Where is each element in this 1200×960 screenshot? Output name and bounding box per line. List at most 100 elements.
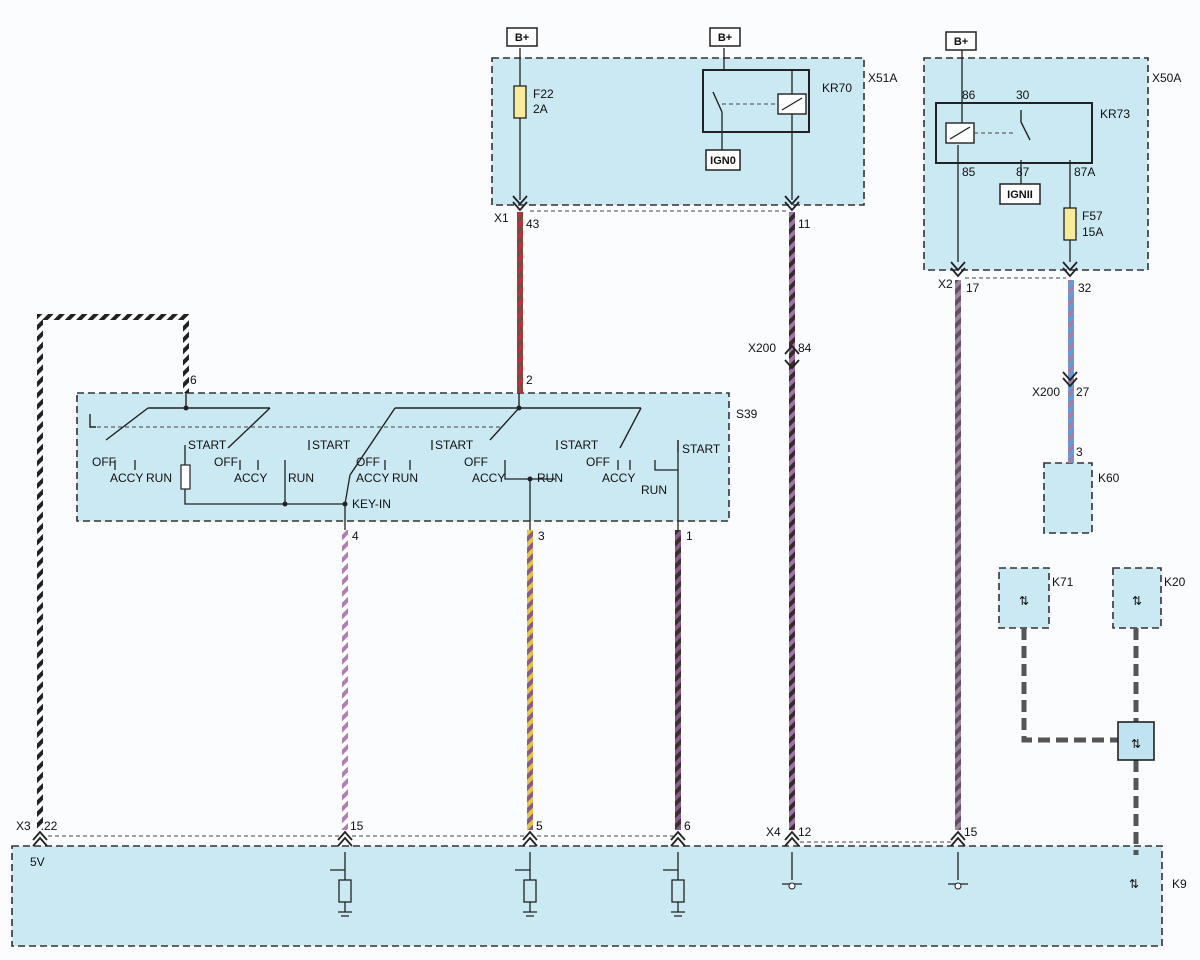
pos-off-3: OFF xyxy=(356,455,380,469)
svg-text:IGN0: IGN0 xyxy=(710,155,736,167)
pos-key-in: KEY-IN xyxy=(352,497,391,511)
f22-name: F22 xyxy=(533,87,554,101)
pos-off-2: OFF xyxy=(214,455,238,469)
chevron-x4-12 xyxy=(784,830,800,847)
ign0-tag: IGN0 xyxy=(705,149,741,171)
pos-start-4: START xyxy=(560,438,599,452)
k9-label: K9 xyxy=(1172,877,1187,891)
x50a-label: X50A xyxy=(1152,71,1181,85)
pos-start-2: START xyxy=(312,438,351,452)
kr73-pin-85: 85 xyxy=(962,165,976,179)
chevron-k9-5 xyxy=(522,830,538,847)
wire-x1-11 xyxy=(789,212,795,830)
pos-accy-5: ACCY xyxy=(602,471,635,485)
pin-k9-5: 5 xyxy=(536,819,543,833)
pin-k9-15b: 15 xyxy=(964,825,978,839)
pin-s39-4: 4 xyxy=(352,529,359,543)
x200-label-2: X200 xyxy=(1032,385,1060,399)
pos-run-4: RUN xyxy=(537,471,563,485)
splice-pack xyxy=(1117,721,1155,761)
relay-kr73 xyxy=(935,102,1093,164)
svg-text:B+: B+ xyxy=(515,32,529,44)
pos-off-4: OFF xyxy=(464,455,488,469)
pos-start-5: START xyxy=(682,442,721,456)
wire-s39-3 xyxy=(527,530,533,830)
x3-label: X3 xyxy=(16,819,31,833)
k20-data-icon: ⇅ xyxy=(1132,594,1142,608)
wire-x3-22 xyxy=(37,314,189,830)
pin-x4-12: 12 xyxy=(798,825,812,839)
kr73-pin-87: 87 xyxy=(1016,165,1030,179)
fuse-f22 xyxy=(513,85,527,119)
svg-text:B+: B+ xyxy=(954,36,968,48)
pin-x1-43: 43 xyxy=(526,217,540,231)
b-plus-tag-1: B+ xyxy=(506,27,538,47)
wire-s39-4 xyxy=(342,530,348,830)
s39-ignition-switch xyxy=(76,392,730,522)
pin-x1-11: 11 xyxy=(798,217,811,231)
chevron-x200-84 xyxy=(784,344,800,370)
serial-data-network: ⇅ ⇅ ⇅ ⇅ xyxy=(1019,594,1155,891)
connector-chevrons xyxy=(32,195,1078,847)
wire-x2-32 xyxy=(1068,280,1074,463)
pin-s39-2: 2 xyxy=(526,373,533,387)
pin-k9-15a: 15 xyxy=(350,819,364,833)
pos-off-1: OFF xyxy=(92,455,116,469)
f57-rating: 15A xyxy=(1082,225,1103,239)
kr73-pin-86: 86 xyxy=(962,88,976,102)
pos-off-5: OFF xyxy=(586,455,610,469)
k71-data-icon: ⇅ xyxy=(1019,594,1029,608)
pin-s39-3: 3 xyxy=(538,529,545,543)
wire-harness xyxy=(37,212,1074,830)
kr73-pin-87a: 87A xyxy=(1074,165,1095,179)
pos-accy-1: ACCY xyxy=(110,471,143,485)
pin-s39-6: 6 xyxy=(190,373,197,387)
pin-k60-3: 3 xyxy=(1076,445,1083,459)
fuse-f57 xyxy=(1063,207,1077,241)
pos-accy-2: ACCY xyxy=(234,471,267,485)
k60-module xyxy=(1043,462,1093,534)
kr73-label: KR73 xyxy=(1100,107,1130,121)
pos-run-1: RUN xyxy=(146,471,172,485)
relay-kr70 xyxy=(702,69,810,150)
pos-accy-4: ACCY xyxy=(472,471,505,485)
k60-label: K60 xyxy=(1098,471,1120,485)
wire-x1-43 xyxy=(517,212,523,393)
pin-x2-17: 17 xyxy=(966,281,980,295)
chevron-x200-27 xyxy=(1062,371,1078,388)
pos-run-2: RUN xyxy=(288,471,314,485)
k20-label: K20 xyxy=(1164,575,1186,589)
pos-run-3: RUN xyxy=(392,471,418,485)
pos-accy-3: ACCY xyxy=(356,471,389,485)
f22-rating: 2A xyxy=(533,102,548,116)
svg-text:IGNII: IGNII xyxy=(1007,189,1033,201)
wire-x2-17 xyxy=(955,280,961,830)
x2-label: X2 xyxy=(938,277,953,291)
chevron-k9-15b xyxy=(950,830,966,847)
k9-5v-label: 5V xyxy=(30,855,45,869)
x51a-label: X51A xyxy=(868,71,897,85)
pin-x3-22: 22 xyxy=(44,819,58,833)
pin-k9-6: 6 xyxy=(684,819,691,833)
pos-run-5: RUN xyxy=(641,483,667,497)
b-plus-tag-3: B+ xyxy=(945,31,977,51)
chevron-x3-22 xyxy=(32,830,48,847)
chevron-x2-32 xyxy=(1062,261,1078,278)
f57-name: F57 xyxy=(1082,209,1103,223)
kr73-pin-30: 30 xyxy=(1016,88,1030,102)
x200-label-1: X200 xyxy=(748,341,776,355)
k71-label: K71 xyxy=(1052,575,1074,589)
splice-arrows-icon: ⇅ xyxy=(1131,737,1141,751)
kr70-label: KR70 xyxy=(822,81,852,95)
chevron-x1-43 xyxy=(512,195,528,212)
k9-module xyxy=(11,845,1163,947)
svg-text:B+: B+ xyxy=(718,32,732,44)
chevron-x1-11 xyxy=(784,195,800,212)
k20-module xyxy=(1112,567,1162,629)
s39-position-labels: OFF ACCY RUN START OFF ACCY RUN START OF… xyxy=(92,438,721,511)
s39-label: S39 xyxy=(736,407,758,421)
pin-s39-1: 1 xyxy=(686,529,693,543)
wire-s39-1 xyxy=(675,530,681,830)
chevron-k9-6 xyxy=(670,830,686,847)
